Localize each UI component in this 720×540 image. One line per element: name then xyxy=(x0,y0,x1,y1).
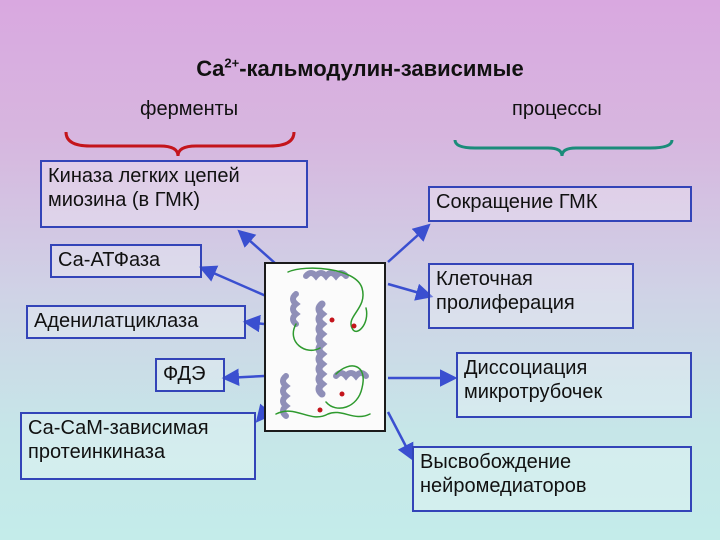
title-charge: 2+ xyxy=(224,55,240,71)
ca-ion-3 xyxy=(339,391,345,397)
enzyme-box-pde: ФДЭ xyxy=(155,358,225,392)
helix-3 xyxy=(290,291,301,327)
ca-ion-1 xyxy=(329,317,335,323)
arrow-to-adenylate-cyclase xyxy=(242,314,265,333)
enzyme-label: Киназа легких цепей миозина (в ГМК) xyxy=(48,165,240,211)
process-box-smc-contraction: Сокращение ГМК xyxy=(428,186,692,222)
process-box-microtubule-dissociation: Диссоциация микротрубочек xyxy=(456,352,692,418)
helix-5 xyxy=(280,373,291,419)
ca-ion-2 xyxy=(351,323,357,329)
process-label: Высвобождение нейромедиаторов xyxy=(420,451,587,497)
process-box-neurotransmitter-release: Высвобождение нейромедиаторов xyxy=(412,446,692,512)
arrow-to-contraction xyxy=(387,223,431,263)
process-box-cell-proliferation: Клеточная пролиферация xyxy=(428,263,634,329)
enzyme-box-cam-dependent-kinase: Са-СаМ-зависимая протеинкиназа xyxy=(20,412,256,480)
loop-2 xyxy=(292,323,364,409)
arrow-to-neurotransmitter-release xyxy=(386,411,414,462)
calmodulin-structure-image xyxy=(264,262,386,432)
diagram-title: Ca2+-кальмодулин-зависимые xyxy=(0,56,720,82)
enzymes-brace xyxy=(64,131,296,157)
helix-1 xyxy=(303,270,349,281)
enzymes-heading: ферменты xyxy=(140,98,239,120)
title-rest: -кальмодулин-зависимые xyxy=(239,56,524,81)
process-label: Клеточная пролиферация xyxy=(436,268,575,314)
helix-4 xyxy=(333,370,369,381)
enzyme-box-adenylate-cyclase: Аденилатциклаза xyxy=(26,305,246,339)
enzyme-label: Са-АТФаза xyxy=(58,249,161,271)
calmodulin-ribbon xyxy=(275,267,371,419)
processes-brace xyxy=(453,139,674,157)
enzyme-box-ca-atpase: Са-АТФаза xyxy=(50,244,202,278)
loop-1 xyxy=(287,267,368,333)
title-ca: Ca xyxy=(196,56,225,81)
enzyme-label: ФДЭ xyxy=(163,363,206,385)
processes-heading: процессы xyxy=(512,98,602,120)
enzyme-label: Са-СаМ-зависимая протеинкиназа xyxy=(28,417,209,463)
enzyme-box-myosin-light-chain-kinase: Киназа легких цепей миозина (в ГМК) xyxy=(40,160,308,228)
process-label: Сокращение ГМК xyxy=(436,191,598,213)
arrow-to-pde xyxy=(221,368,265,387)
loop-3 xyxy=(275,410,371,418)
arrow-to-proliferation xyxy=(387,282,434,301)
ca-ion-4 xyxy=(317,407,323,413)
arrow-to-myosin-kinase xyxy=(237,229,277,265)
arrow-to-ca-atpase xyxy=(198,265,267,298)
process-label: Диссоциация микротрубочек xyxy=(464,357,603,403)
enzyme-label: Аденилатциклаза xyxy=(34,310,199,332)
